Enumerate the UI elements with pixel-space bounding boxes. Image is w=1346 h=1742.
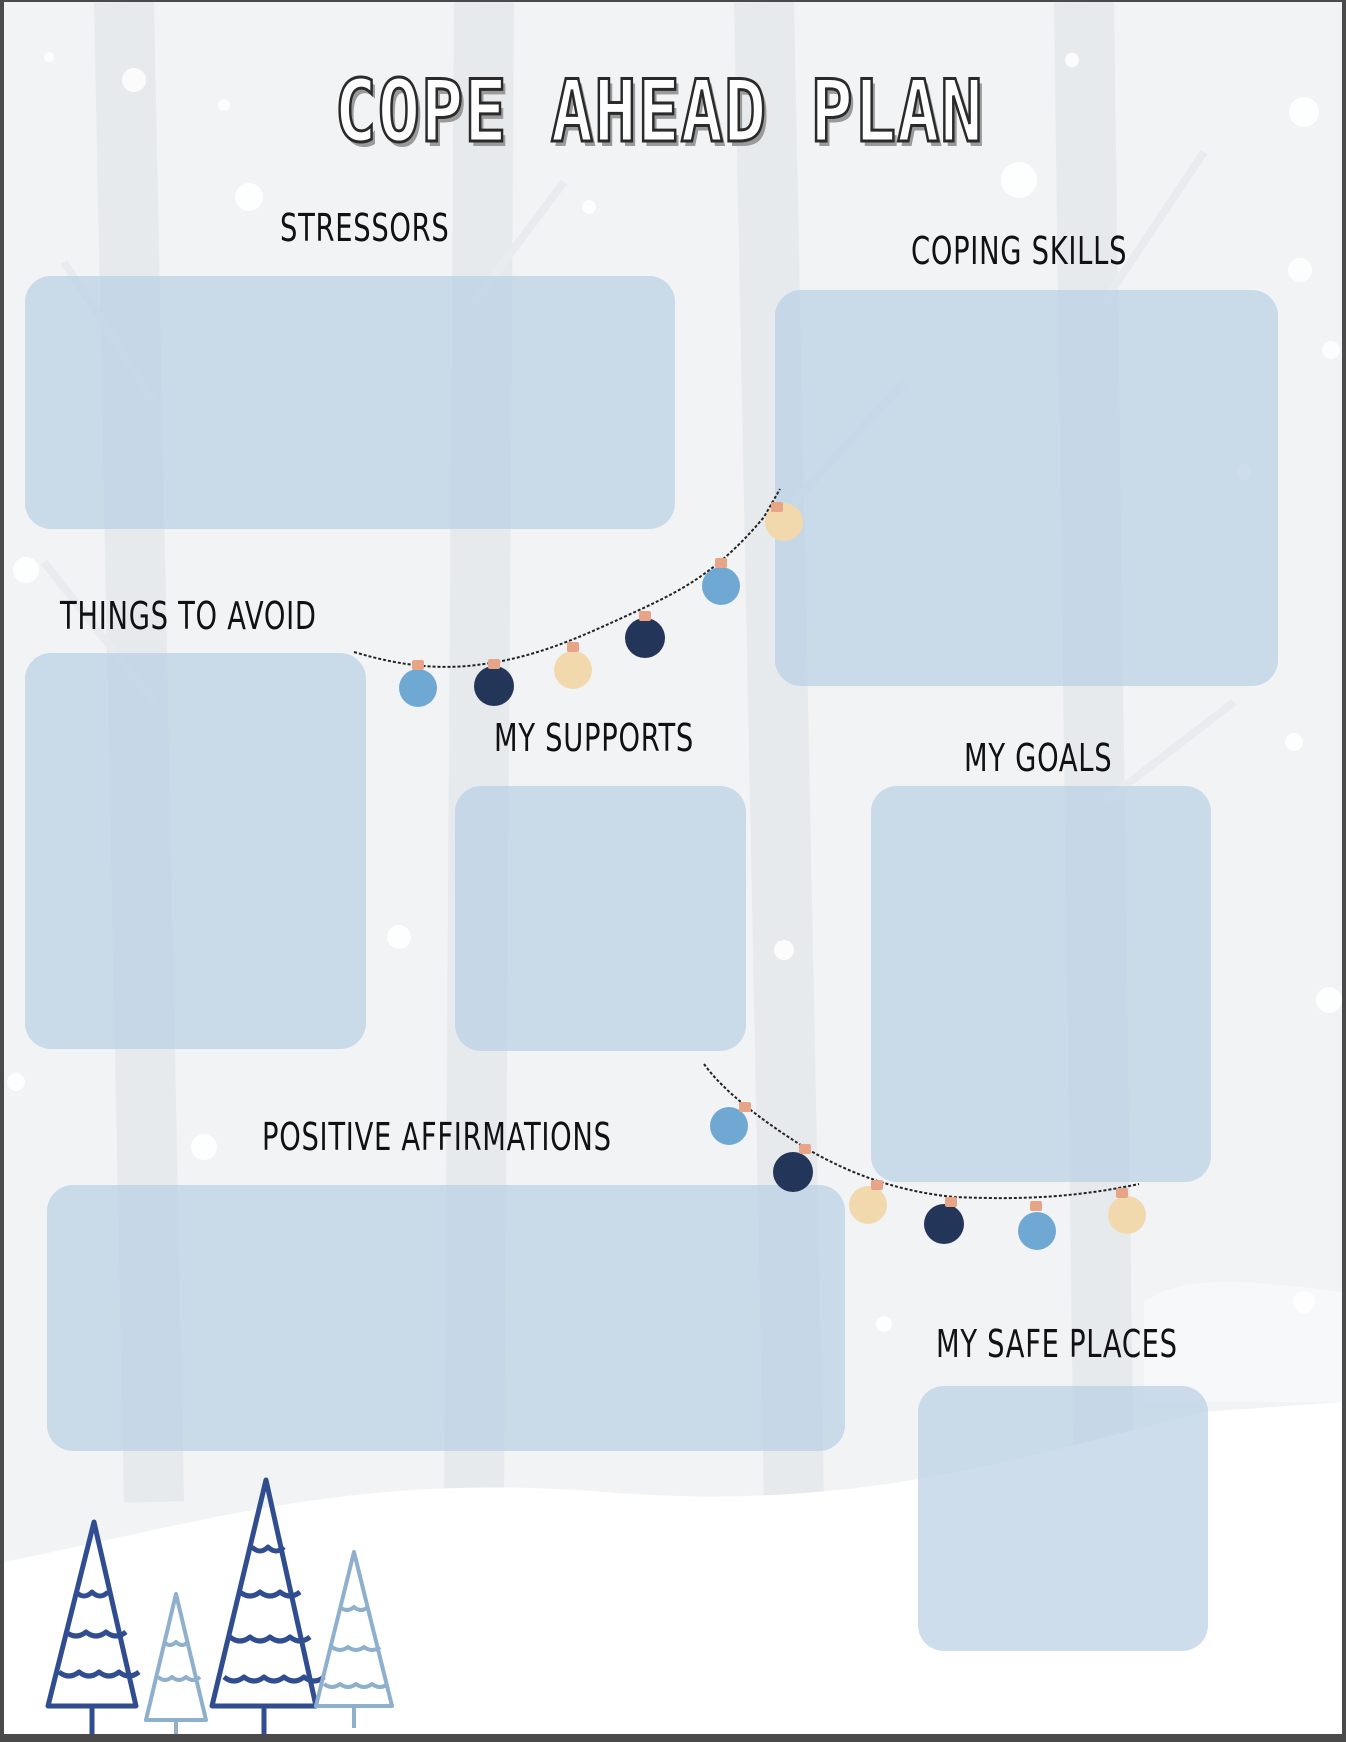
coping-skills-box[interactable] [775,290,1278,686]
page-title: COPE AHEAD PLAN [333,61,984,164]
stressors-box[interactable] [25,276,675,529]
worksheet-page: COPE AHEAD PLAN STRESSORS COPING SKILLS … [4,2,1342,1734]
section-label-my-goals: MY GOALS [964,736,1113,780]
things-to-avoid-box[interactable] [25,653,366,1049]
my-safe-places-box[interactable] [918,1386,1208,1651]
section-label-my-supports: MY SUPPORTS [494,716,694,760]
positive-affirmations-box[interactable] [47,1185,845,1451]
section-label-positive-affirmations: POSITIVE AFFIRMATIONS [262,1115,612,1159]
my-supports-box[interactable] [455,786,746,1051]
section-label-coping-skills: COPING SKILLS [911,229,1128,273]
section-label-stressors: STRESSORS [280,206,450,250]
section-label-my-safe-places: MY SAFE PLACES [936,1322,1178,1366]
my-goals-box[interactable] [871,786,1211,1182]
section-label-things-to-avoid: THINGS TO AVOID [60,594,317,638]
